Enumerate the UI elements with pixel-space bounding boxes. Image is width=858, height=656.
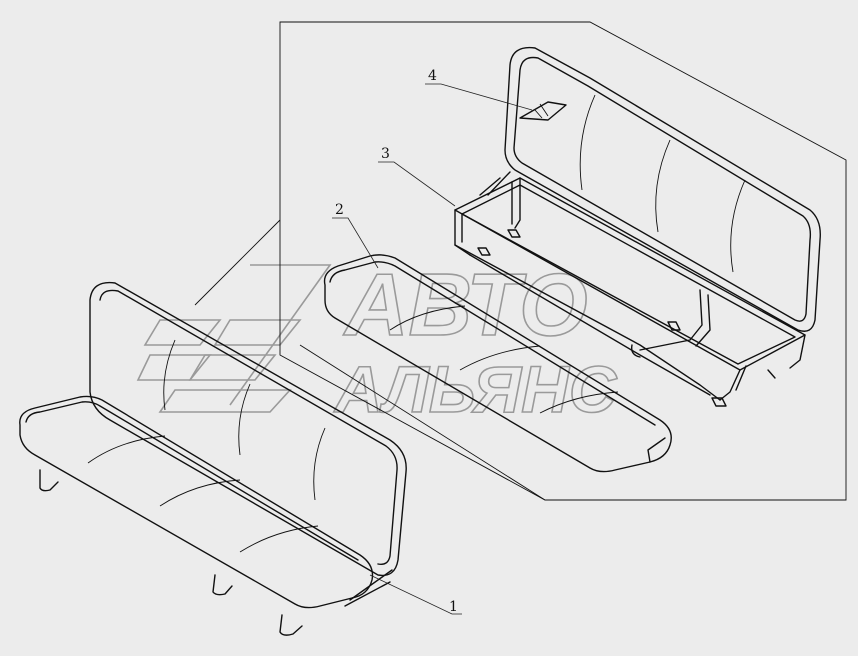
- callout-1: 1: [369, 574, 462, 615]
- seat-frame: [454, 171, 806, 407]
- seat-cushion: [323, 254, 672, 473]
- callout-4: 4: [425, 68, 533, 111]
- callout-3-label: 3: [381, 146, 390, 162]
- callout-1-label: 1: [449, 599, 458, 615]
- callout-4-label: 4: [428, 68, 437, 84]
- watermark: АВТО АЛЬЯНС: [136, 254, 619, 427]
- watermark-line2: АЛЬЯНС: [333, 352, 618, 426]
- backrest: [504, 46, 821, 332]
- connector-line-bottom: [299, 344, 546, 501]
- assembled-seat: [19, 281, 407, 636]
- callout-3: 3: [378, 146, 456, 207]
- connector-line-top: [194, 219, 281, 306]
- exploded-view-frame: [279, 21, 847, 501]
- brand-logo-icon: [519, 101, 567, 121]
- callout-2: 2: [332, 202, 379, 269]
- callout-2-label: 2: [335, 202, 344, 218]
- watermark-line1: АВТО: [343, 255, 588, 354]
